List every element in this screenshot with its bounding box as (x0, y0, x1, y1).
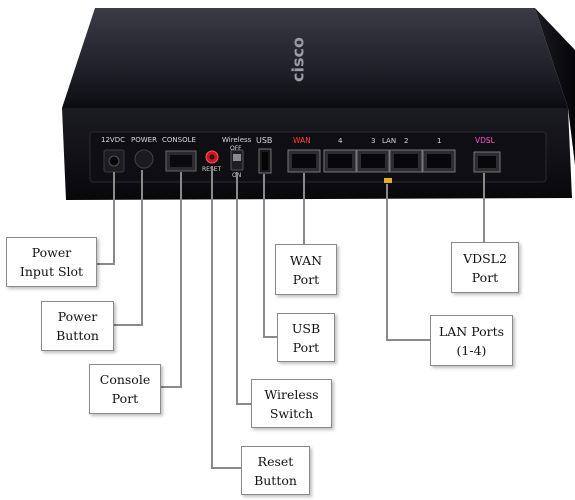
dc-jack (108, 155, 120, 167)
callout-wan-port: WAN Port (275, 244, 337, 295)
leader-reset-h (211, 467, 241, 469)
callout-reset-button-text: Reset Button (254, 453, 297, 488)
label-lan-4: 4 (338, 137, 343, 145)
label-console: CONSOLE (162, 136, 196, 144)
callout-wireless-switch: Wireless Switch (251, 379, 332, 428)
callout-power-button: Power Button (41, 301, 114, 351)
leader-console-h (161, 386, 182, 388)
leader-usb-h (263, 336, 277, 338)
leader-usb (263, 174, 265, 337)
label-wan: WAN (293, 136, 311, 145)
label-vdsl: VDSL (475, 136, 495, 145)
callout-reset-button: Reset Button (241, 446, 310, 495)
callout-vdsl2-port: VDSL2 Port (451, 242, 519, 293)
leader-wireless-h (236, 403, 251, 405)
callout-console-port: Console Port (89, 364, 161, 414)
label-wireless-off: OFF (230, 145, 242, 152)
callout-power-input: Power Input Slot (6, 237, 97, 287)
callout-usb-port: USB Port (277, 313, 335, 362)
callout-power-input-text: Power Input Slot (19, 245, 84, 279)
power-button-shape (134, 149, 154, 169)
leader-power-button (141, 170, 143, 325)
callout-lan-ports-text: LAN Ports (1-4) (438, 323, 505, 358)
router-top-surface (62, 8, 568, 108)
leader-lan (386, 184, 388, 340)
leader-lan-h (386, 339, 430, 341)
callout-lan-ports: LAN Ports (1-4) (430, 315, 513, 366)
label-usb: USB (256, 136, 273, 145)
leader-power-button-h (114, 324, 143, 326)
label-lan-3: 3 (371, 137, 376, 145)
callout-power-button-text: Power Button (56, 309, 99, 343)
label-lan-1: 1 (437, 137, 442, 145)
leader-power-input (113, 172, 115, 264)
leader-wireless (236, 172, 238, 404)
brand-logo: cisco (288, 37, 308, 82)
leader-console (180, 172, 182, 387)
label-power: POWER (131, 136, 157, 144)
leader-power-input-h (97, 263, 115, 265)
leader-vdsl (483, 173, 485, 242)
callout-vdsl2-port-text: VDSL2 Port (463, 250, 507, 285)
callout-wan-port-text: WAN Port (289, 252, 323, 287)
callout-wireless-switch-text: Wireless Switch (264, 386, 319, 421)
leader-reset (211, 166, 213, 468)
lan-led (384, 178, 392, 183)
label-wireless: Wireless (222, 136, 252, 144)
callout-usb-port-text: USB Port (291, 320, 321, 355)
label-lan-2: 2 (404, 137, 409, 145)
router-right-side (535, 8, 575, 165)
leader-wan (303, 173, 305, 244)
label-12vdc: 12VDC (101, 136, 125, 144)
label-lan: LAN (382, 137, 397, 145)
callout-console-port-text: Console Port (99, 372, 151, 406)
